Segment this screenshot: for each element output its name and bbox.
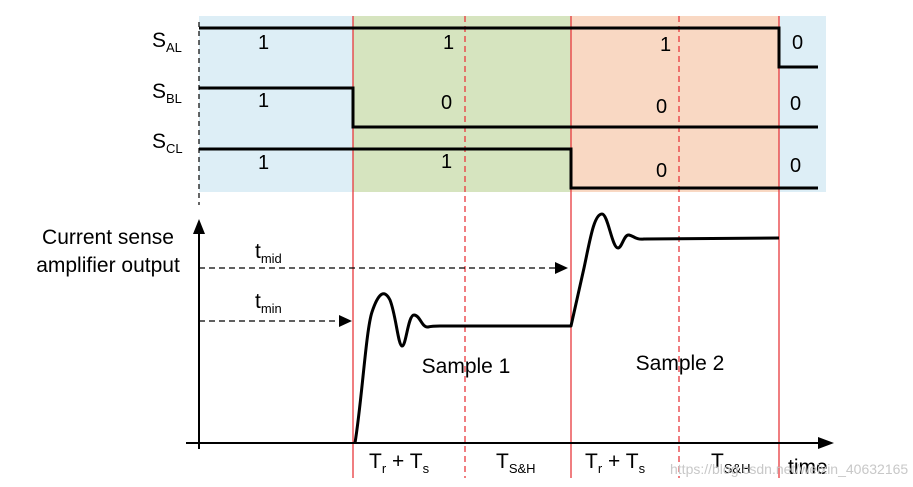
region-final-fill <box>779 16 826 192</box>
phase-label-3: Tr + Ts <box>585 450 646 476</box>
region-initial-fill <box>199 16 353 192</box>
ylabel-line-1: Current sense <box>42 226 174 249</box>
region-sample1-fill <box>353 16 571 192</box>
phase-label-1: Tr + Ts <box>369 450 430 476</box>
sample-2-label: Sample 2 <box>636 352 725 375</box>
signal-name-scl: SCL <box>152 130 183 156</box>
value-sbl-1: 1 <box>258 90 269 112</box>
value-scl-4: 0 <box>790 155 801 177</box>
value-sal-1: 1 <box>258 32 269 54</box>
phase-label-2: TS&H <box>496 450 536 476</box>
value-scl-1: 1 <box>258 152 269 174</box>
value-sbl-2: 0 <box>441 92 452 114</box>
value-sal-4: 0 <box>792 32 803 54</box>
region-sample2-fill <box>571 16 779 192</box>
y-axis-arrow <box>193 219 205 234</box>
value-scl-2: 1 <box>441 151 452 173</box>
tmin-label: tmin <box>255 290 282 316</box>
waveform-sbl <box>199 86 818 129</box>
x-axis-arrow <box>818 437 834 449</box>
signal-name-sbl: SBL <box>152 80 182 106</box>
sample-1-label: Sample 1 <box>422 355 511 378</box>
ylabel-line-2: amplifier output <box>36 254 180 277</box>
waveform-scl <box>199 147 818 190</box>
waveform-sal <box>199 26 818 69</box>
value-sal-3: 1 <box>660 34 671 56</box>
signal-name-sal: SAL <box>152 29 182 55</box>
tmin-arrowhead <box>339 315 352 327</box>
tmid-label: tmid <box>255 240 282 266</box>
value-sal-2: 1 <box>443 32 454 54</box>
xlabel-time: time <box>788 456 828 479</box>
signal-values: 1 1 1 0 1 0 0 0 1 1 0 0 <box>258 32 803 182</box>
value-scl-3: 0 <box>656 160 667 182</box>
value-sbl-3: 0 <box>656 96 667 118</box>
value-sbl-4: 0 <box>790 93 801 115</box>
phase-label-4: TS&H <box>711 450 751 476</box>
tmid-arrowhead <box>555 262 568 274</box>
watermark-text: https://blog.csdn.net/weixin_40632165 <box>670 461 908 477</box>
amplifier-output-waveform <box>353 212 780 444</box>
